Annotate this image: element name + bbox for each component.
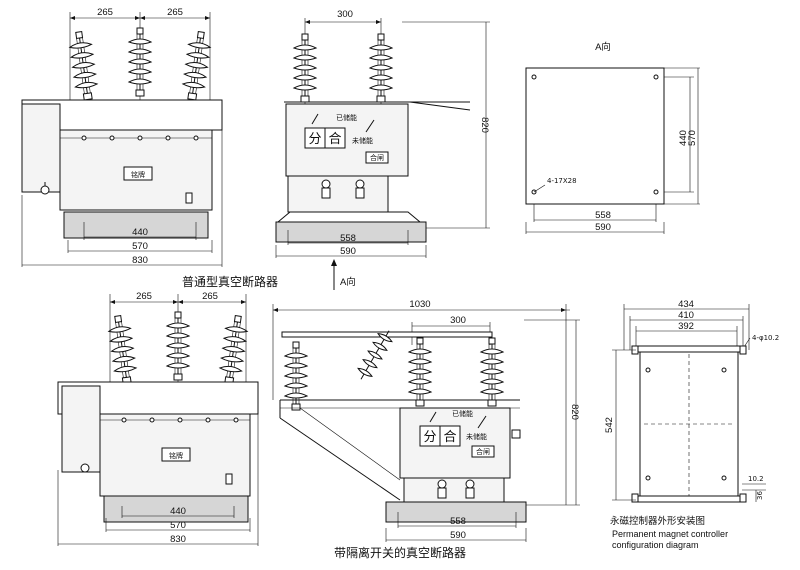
holes-label-b: 4-φ10.2 xyxy=(752,334,779,342)
dim-36: 36 xyxy=(756,491,764,500)
dim-590: 590 xyxy=(340,246,356,257)
dim-410: 410 xyxy=(678,310,694,321)
dim-570: 570 xyxy=(132,241,148,252)
front-view-standard: 265 265 铭牌 440 570 830 xyxy=(21,7,223,267)
stored-label: 已储能 xyxy=(336,113,357,122)
open-label-iso: 分 xyxy=(423,430,436,445)
close-label-iso: 合 xyxy=(443,430,456,445)
closed-state-label: 合闸 xyxy=(370,153,384,162)
dim-570-iso: 570 xyxy=(170,520,186,531)
dim-265-iso-right: 265 xyxy=(202,291,218,302)
dim-440-iso: 440 xyxy=(170,506,186,517)
dim-830-iso: 830 xyxy=(170,534,186,545)
magnet-controller: 434 410 392 4-φ10.2 542 10.2 36 永磁控制器 xyxy=(604,299,779,550)
dim-10-2: 10.2 xyxy=(748,475,764,483)
dim-558-iso: 558 xyxy=(450,516,466,527)
closed-state-label-iso: 合闸 xyxy=(476,447,490,456)
dim-558-plate: 558 xyxy=(595,210,611,221)
caption-isolator: 带隔离开关的真空断路器 xyxy=(334,545,466,560)
dim-820: 820 xyxy=(479,117,490,133)
side-view-isolator: 1030 300 820 分 合 已储能 未储能 合闸 xyxy=(272,299,580,542)
side-view-standard: 300 820 分 合 已储能 未储能 合闸 558 590 xyxy=(275,9,490,290)
dim-558: 558 xyxy=(340,233,356,244)
magnet-caption-en1: Permanent magnet controller xyxy=(612,529,728,539)
front-view-isolator: 265 265 铭牌 440 570 830 xyxy=(57,291,259,546)
magnet-caption-en2: configuration diagram xyxy=(612,540,699,550)
dim-1030: 1030 xyxy=(409,299,430,310)
dim-300: 300 xyxy=(337,9,353,20)
dim-392: 392 xyxy=(678,321,694,332)
unstored-label: 未储能 xyxy=(352,136,373,145)
nameplate-label: 铭牌 xyxy=(131,170,145,179)
dim-440: 440 xyxy=(132,227,148,238)
unstored-label-iso: 未储能 xyxy=(466,432,487,441)
dim-440-plate: 440 xyxy=(678,130,689,146)
dim-265-left: 265 xyxy=(97,7,113,18)
dim-434: 434 xyxy=(678,299,694,310)
dim-570-plate: 570 xyxy=(687,130,698,146)
dim-265-iso-left: 265 xyxy=(136,291,152,302)
dim-590-plate: 590 xyxy=(595,222,611,233)
holes-label-a: 4-17X28 xyxy=(547,177,577,185)
dim-300-iso: 300 xyxy=(450,315,466,326)
a-arrow-label: A向 xyxy=(340,276,356,288)
open-label: 分 xyxy=(308,132,321,147)
dim-820-iso: 820 xyxy=(569,404,580,420)
dim-830: 830 xyxy=(132,255,148,266)
dim-542: 542 xyxy=(604,417,615,433)
close-label: 合 xyxy=(328,132,341,147)
caption-standard: 普通型真空断路器 xyxy=(182,274,278,289)
dim-265-right: 265 xyxy=(167,7,183,18)
stored-label-iso: 已储能 xyxy=(452,409,473,418)
dim-590-iso: 590 xyxy=(450,530,466,541)
nameplate-label-iso: 铭牌 xyxy=(169,451,183,460)
magnet-caption-cn: 永磁控制器外形安装图 xyxy=(610,515,705,527)
a-view-label: A向 xyxy=(595,41,611,53)
a-view-plate: A向 4-17X28 440 570 558 590 xyxy=(525,41,700,234)
